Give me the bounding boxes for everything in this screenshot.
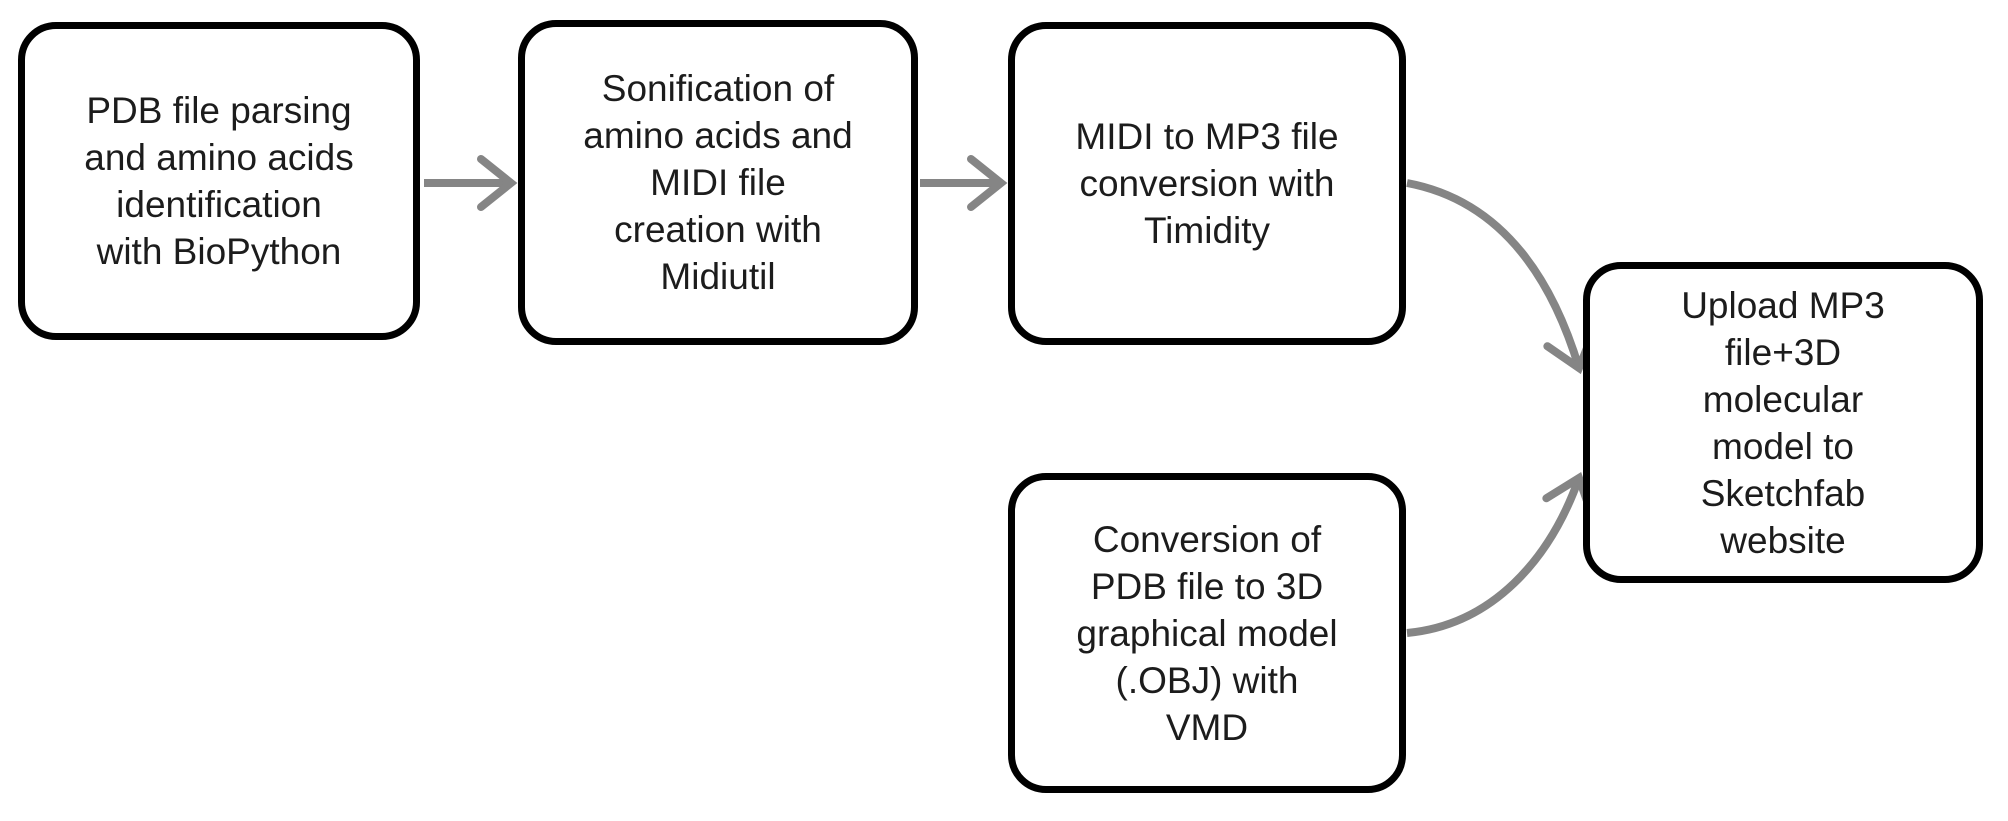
edge-convert-model-to-upload bbox=[1406, 471, 1596, 637]
flow-node-sonification: Sonification of amino acids and MIDI fil… bbox=[518, 20, 918, 345]
flow-node-upload-sketchfab: Upload MP3 file+3D molecular model to Sk… bbox=[1583, 262, 1983, 583]
edge-convert-audio-to-upload bbox=[1406, 179, 1598, 375]
flow-node-pdb-to-obj: Conversion of PDB file to 3D graphical m… bbox=[1008, 473, 1406, 793]
flow-node-midi-to-mp3: MIDI to MP3 file conversion with Timidit… bbox=[1008, 22, 1406, 345]
flow-node-pdb-parsing: PDB file parsing and amino acids identif… bbox=[18, 22, 420, 340]
